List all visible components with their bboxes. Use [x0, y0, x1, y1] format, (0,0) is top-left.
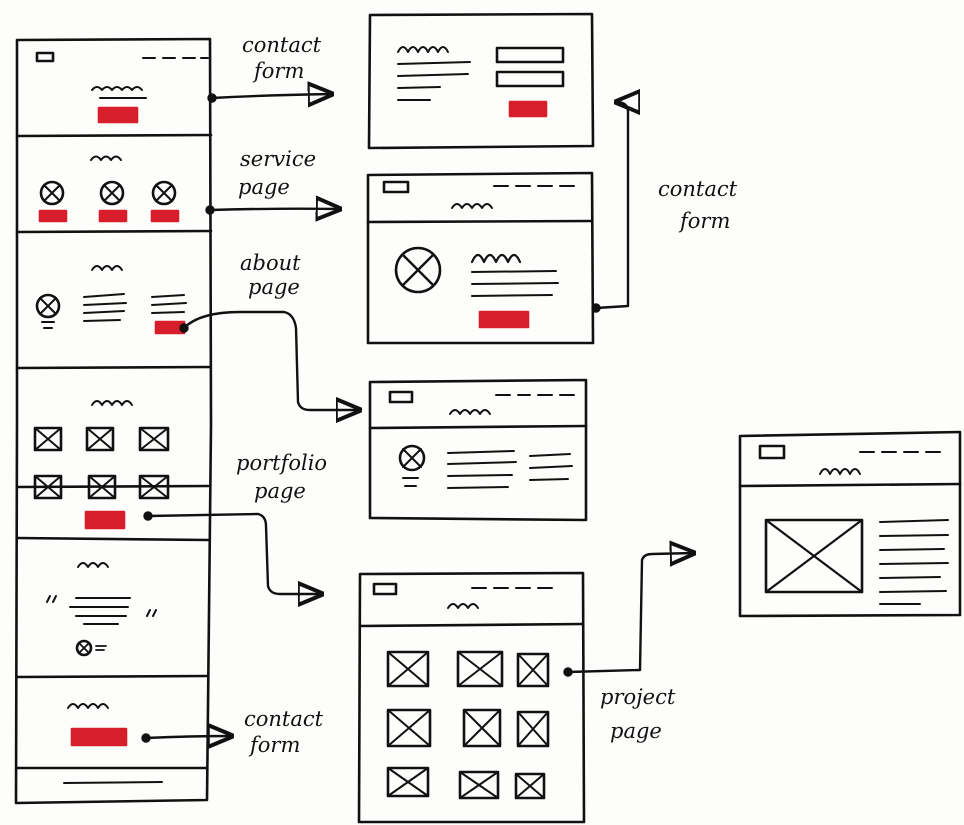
- label-contact-form-bottom: contact form: [244, 707, 324, 757]
- svg-text:contact: contact: [244, 707, 324, 731]
- svg-text:page: page: [610, 719, 662, 743]
- heading-squiggle: [449, 409, 491, 415]
- image-placeholder-icon: [514, 772, 546, 800]
- about-page-wireframe: [368, 378, 588, 522]
- crossed-circle-icon: [35, 293, 61, 329]
- cta-button: [150, 209, 180, 223]
- crossed-circle-icon: [75, 639, 107, 657]
- arrow-service-to-contact-form: [594, 102, 628, 310]
- crossed-circle-icon: [99, 180, 125, 206]
- form-field: [495, 70, 565, 88]
- logo-icon: [382, 180, 410, 194]
- image-placeholder-icon: [764, 518, 864, 594]
- heading-squiggle: [451, 203, 493, 209]
- image-placeholder-icon: [516, 710, 550, 748]
- image-placeholder-icon: [87, 474, 117, 500]
- svg-text:form: form: [248, 733, 300, 757]
- heading-squiggle: [819, 468, 861, 475]
- svg-text:contact: contact: [242, 33, 322, 57]
- svg-text:about: about: [240, 251, 301, 275]
- project-page-wireframe: [738, 430, 962, 618]
- svg-text:page: page: [238, 175, 290, 199]
- arrow-to-about-page: [182, 310, 360, 410]
- heading-squiggle: [91, 265, 123, 271]
- logo-icon: [758, 444, 786, 460]
- image-placeholder-icon: [462, 708, 502, 748]
- heading-squiggle: [447, 603, 479, 609]
- svg-text:form: form: [252, 59, 304, 83]
- label-project-page: project page: [600, 685, 676, 743]
- image-placeholder-icon: [386, 650, 430, 688]
- heading-squiggle: [91, 86, 143, 91]
- arrow-to-project-page: [566, 553, 694, 674]
- crossed-circle-icon: [39, 180, 65, 206]
- image-placeholder-icon: [33, 474, 63, 500]
- contact-form-wireframe: [367, 12, 595, 150]
- cta-button: [98, 209, 128, 223]
- label-about-page: about page: [240, 251, 301, 299]
- image-placeholder-icon: [386, 766, 430, 798]
- heading-squiggle: [67, 703, 109, 709]
- logo-icon: [35, 51, 55, 63]
- label-contact-form-top: contact form: [242, 33, 322, 83]
- heading-squiggle: [397, 46, 449, 53]
- form-field: [495, 46, 565, 64]
- crossed-circle-icon: [151, 180, 177, 206]
- image-placeholder-icon: [85, 426, 115, 452]
- arrow-to-contact-form: [210, 94, 332, 98]
- arrow-to-contact-form-bottom: [144, 736, 232, 738]
- svg-text:service: service: [240, 147, 316, 171]
- cta-button: [38, 209, 68, 223]
- image-placeholder-icon: [458, 770, 500, 800]
- label-portfolio-page: portfolio page: [236, 451, 327, 503]
- cta-button: [70, 727, 128, 747]
- svg-text:page: page: [248, 275, 300, 299]
- crossed-circle-icon: [398, 444, 426, 487]
- label-contact-form-right: contact form: [658, 177, 738, 233]
- cta-button: [84, 510, 126, 530]
- heading-squiggle: [91, 400, 133, 406]
- portfolio-page-wireframe: [357, 571, 586, 824]
- heading-squiggle: [77, 562, 109, 568]
- image-placeholder-icon: [456, 650, 504, 688]
- image-placeholder-icon: [386, 708, 432, 748]
- flow-connectors: [141, 94, 695, 742]
- heading-squiggle: [90, 155, 122, 161]
- homepage-wireframe: [14, 37, 213, 805]
- svg-text:portfolio: portfolio: [236, 451, 327, 475]
- cta-button: [97, 106, 139, 124]
- quote-mark: [46, 595, 157, 617]
- arrow-to-service-page: [208, 209, 340, 210]
- svg-text:project: project: [600, 685, 676, 709]
- crossed-circle-icon: [394, 246, 442, 294]
- label-service-page: service page: [238, 147, 316, 199]
- submit-button: [508, 100, 548, 118]
- svg-text:form: form: [678, 209, 730, 233]
- image-placeholder-icon: [33, 426, 63, 452]
- logo-icon: [388, 390, 414, 404]
- svg-text:page: page: [254, 479, 306, 503]
- arrow-to-portfolio-page: [146, 512, 322, 594]
- heading-squiggle: [470, 253, 522, 264]
- image-placeholder-icon: [516, 652, 550, 688]
- image-placeholder-icon: [138, 474, 170, 500]
- service-page-wireframe: [366, 171, 595, 345]
- cta-button: [478, 310, 530, 329]
- logo-icon: [372, 582, 398, 596]
- svg-text:contact: contact: [658, 177, 738, 201]
- image-placeholder-icon: [138, 426, 170, 452]
